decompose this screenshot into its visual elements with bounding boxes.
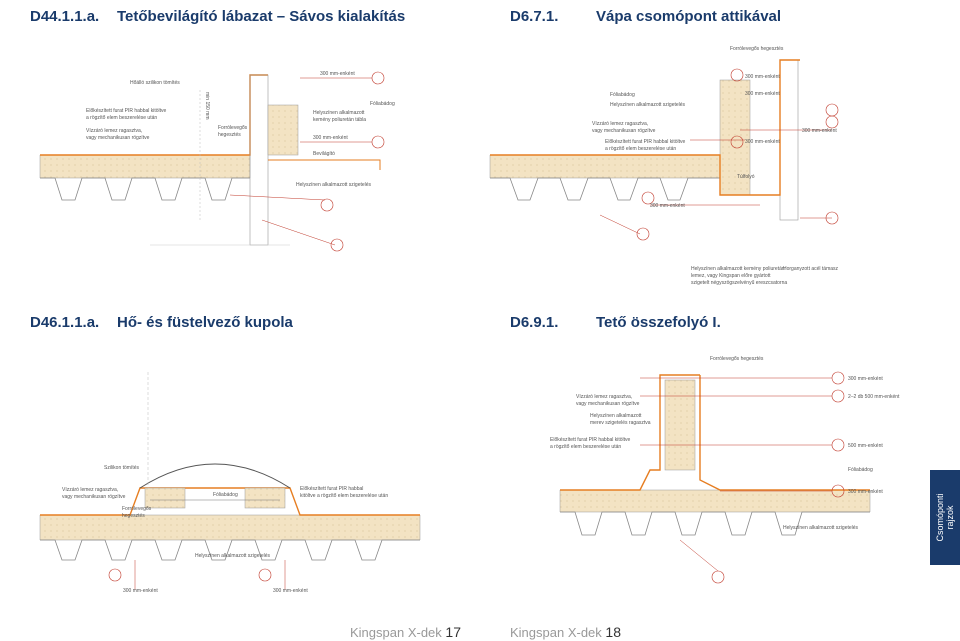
label-br-1: Forrólevegős hegesztés [710,356,764,362]
label-tr-6: Előkészített furat PIR habbal kitöltve [605,139,686,145]
label-tr-9: 300 mm-enként [745,91,780,97]
footer-right-page: 18 [605,624,621,640]
label-tl-9: 300 mm-enként [320,71,355,77]
label-tl-10: Fóliabádog [370,101,395,107]
label-br-8: Előkészített furat PIR habbal kitöltve [550,437,631,443]
footer-left: Kingspan X-dek 17 [350,624,461,640]
label-tr-1: Forrólevegős hegesztés [730,46,784,52]
footer-right: Kingspan X-dek 18 [510,624,621,640]
label-tl-3: a rögzítő elem beszerelése után [86,115,158,121]
header-code-tr: D6.7.1. [510,8,559,25]
section-tab: Csomóponti rajzok [930,470,960,565]
label-bl-11: 300 mm-enként [273,588,308,594]
label-tr-2: Fóliabádog [610,92,635,98]
header-title-tr: Vápa csomópont attikával [596,8,782,25]
label-tl-2: Előkészített furat PIR habbal kitöltve [86,108,167,114]
label-tl-12: kemény poliuretán tábla [313,117,367,123]
footer-left-page: 17 [445,624,461,640]
drawing-valley-parapet [489,59,839,241]
label-bl-1: Szilikon tömítés [104,465,140,471]
label-bl-4: Forrólevegős [122,506,152,512]
label-br-6: Helyszínen alkalmazott [590,413,642,419]
label-br-3: Vízzáró lemez ragasztva, [576,394,633,400]
label-tl-4: Vízzáró lemez ragasztva, [86,128,143,134]
label-tr-15: lemez, vagy Kingspan előre gyártott [691,273,771,279]
label-tr-10: 300 mm-enként [745,139,780,145]
label-br-10: 500 mm-enként [848,443,883,449]
header-title-br: Tető összefolyó I. [596,314,721,331]
label-tr-11: 300 mm-enként [802,128,837,134]
label-tr-13: 300 mm-enként [650,203,685,209]
label-br-9: a rögzítő elem beszerelése után [550,444,622,450]
label-tl-14: Bevilágító [313,151,335,157]
label-tl-15: Helyszínen alkalmazott szigetelés [296,182,372,188]
label-tr-8: 300 mm-enként [745,74,780,80]
label-br-4: vagy mechanikusan rögzítve [576,401,640,407]
header-title-bl: Hő- és füstelvező kupola [117,314,293,331]
footer-right-brand: Kingspan X-dek [510,625,602,640]
footer-left-brand: Kingspan X-dek [350,625,442,640]
label-tr-5: vagy mechanikusan rögzítve [592,128,656,134]
label-br-12: 300 mm-enként [848,489,883,495]
section-tab-line2: rajzok [945,505,955,530]
label-tl-5: vagy mechanikusan rögzítve [86,135,150,141]
drawing-roof-drain [559,371,871,584]
label-bl-9: Helyszínen alkalmazott szigetelés [195,553,271,559]
drawing-smoke-vent-dome [39,372,421,590]
label-br-2: 300 mm-enként [848,376,883,382]
drawing-skylight-upstand [39,71,385,252]
header-code-br: D6.9.1. [510,314,559,331]
label-tr-16: szigetelt négyszögszelvényű ereszcsatorn… [691,280,788,286]
label-bl-10: 300 mm-enként [123,588,158,594]
label-bl-8: kitöltve a rögzítő elem beszerelése után [300,493,389,499]
label-tr-12: Túlfolyó [737,174,755,180]
label-br-13: Helyszínen alkalmazott szigetelés [783,525,859,531]
label-tl-11: Helyszínen alkalmazott [313,110,365,116]
label-bl-3: vagy mechanikusan rögzítve [62,494,126,500]
label-tr-7: a rögzítő elem beszerelése után [605,146,677,152]
label-tl-1: Hőálló szilikon tömítés [130,80,180,86]
label-bl-2: Vízzáró lemez ragasztva, [62,487,119,493]
label-bl-6: Fóliabádog [213,492,238,498]
label-tl-6: min 150 mm [204,92,210,120]
section-tab-line1: Csomóponti [935,493,945,542]
label-br-5: 2–2 db 500 mm-enként [848,394,900,400]
header-code-tl: D44.1.1.a. [30,8,100,25]
section-tab-text: Csomóponti rajzok [930,470,960,565]
label-tr-14: Helyszínen alkalmazott kemény poliuretán [691,266,785,272]
label-br-11: Fóliabádog [848,467,873,473]
label-tr-3: Helyszínen alkalmazott szigetelés [610,102,686,108]
label-tl-13: 300 mm-enként [313,135,348,141]
header-title-tl: Tetőbevilágító lábazat – Sávos kialakítá… [117,8,406,25]
label-tr-4: Vízzáró lemez ragasztva, [592,121,649,127]
label-tl-7: Forrólevegős [218,125,248,131]
label-br-7: merev szigetelés ragasztva [590,420,651,426]
label-bl-5: hegesztés [122,513,145,519]
label-tr-17: Horganyzott acél támasz [783,266,839,272]
header-code-bl: D46.1.1.a. [30,314,100,331]
label-tl-8: hegesztés [218,132,241,138]
label-bl-7: Előkészített furat PIR habbal [300,486,364,492]
